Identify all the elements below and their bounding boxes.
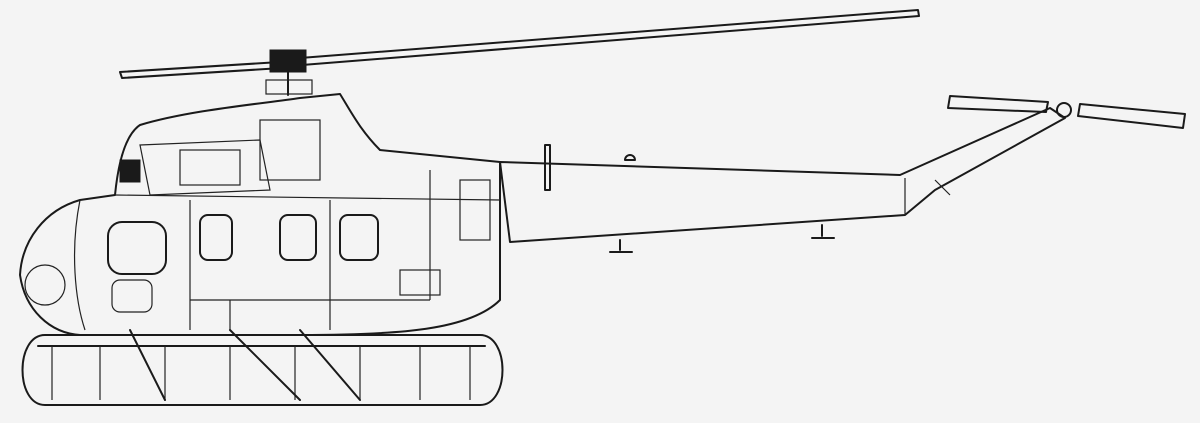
- float-landing-gear: [21, 329, 504, 406]
- fuselage: [19, 93, 501, 336]
- tail-boom: [499, 107, 1066, 253]
- tail-rotor: [947, 95, 1186, 129]
- main-rotor: [119, 9, 920, 96]
